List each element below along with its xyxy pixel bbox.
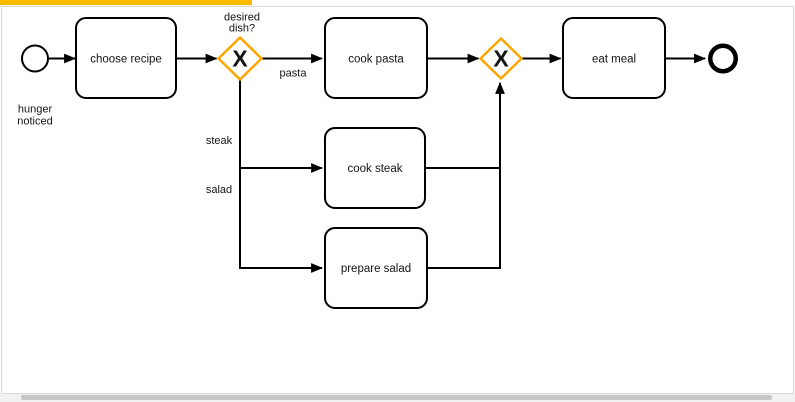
task-eat-meal[interactable]: eat meal	[562, 17, 666, 99]
start-event-circle[interactable]	[21, 44, 49, 73]
task-cook-pasta-shape[interactable]	[324, 17, 428, 99]
flow-label-steak: steak	[206, 135, 233, 147]
task-choose-recipe[interactable]: choose recipe	[75, 17, 177, 99]
start-event-label-line2: noticed	[17, 116, 52, 128]
task-cook-steak[interactable]: cook steak	[324, 127, 426, 209]
gateway-desired-dish-shape[interactable]	[217, 36, 263, 81]
gateway-label-line1: desired	[224, 12, 260, 24]
end-event-circle[interactable]	[708, 43, 738, 74]
progress-bar-fill	[0, 0, 252, 5]
flow-gateway-to-prepare-salad[interactable]	[239, 168, 324, 273]
start-event-label-line1: hunger	[18, 104, 53, 116]
task-cook-pasta-label: cook pasta	[348, 54, 404, 66]
horizontal-scrollbar-thumb[interactable]	[21, 395, 772, 400]
task-prepare-salad-shape[interactable]	[324, 227, 428, 309]
gateway-label-line2: dish?	[229, 23, 255, 35]
flow-label-pasta: pasta	[280, 68, 308, 80]
horizontal-scrollbar-track[interactable]	[0, 394, 795, 402]
task-eat-meal-shape[interactable]	[562, 17, 666, 99]
task-cook-steak-shape[interactable]	[324, 127, 426, 209]
start-event[interactable]: hunger noticed	[17, 44, 53, 128]
gateway-merge[interactable]: X	[479, 37, 523, 80]
task-cook-pasta[interactable]: cook pasta	[324, 17, 428, 99]
task-prepare-salad-label: prepare salad	[341, 263, 411, 275]
task-eat-meal-label: eat meal	[592, 54, 636, 66]
progress-bar-track	[0, 0, 795, 5]
end-event[interactable]	[708, 43, 738, 74]
gateway-merge-shape[interactable]	[479, 37, 523, 80]
flow-prepare-salad-to-merge[interactable]	[427, 168, 501, 269]
gateway-desired-dish[interactable]: X desired dish?	[217, 12, 263, 81]
task-choose-recipe-shape[interactable]	[75, 17, 177, 99]
task-prepare-salad[interactable]: prepare salad	[324, 227, 428, 309]
flow-label-salad: salad	[206, 184, 232, 196]
task-choose-recipe-label: choose recipe	[90, 54, 162, 66]
xor-marker-icon: X	[493, 46, 509, 72]
xor-marker-icon: X	[232, 46, 248, 72]
task-cook-steak-label: cook steak	[348, 163, 403, 175]
flow-cook-steak-to-merge[interactable]	[425, 81, 505, 169]
flow-gateway-to-cook-steak[interactable]	[239, 80, 324, 173]
